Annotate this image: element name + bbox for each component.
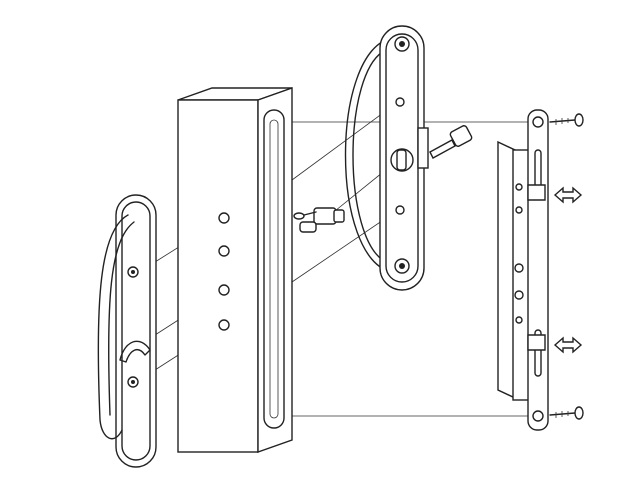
screw-bottom (549, 406, 584, 420)
door-section (177, 87, 293, 453)
lock-cylinder (293, 207, 345, 233)
mortise-lock (497, 109, 549, 431)
exterior-handle (97, 194, 157, 468)
screw-top (549, 113, 584, 127)
double-arrow-bottom (553, 336, 583, 354)
interior-handle (344, 25, 429, 291)
double-arrow-top (553, 186, 583, 204)
key (429, 125, 473, 159)
